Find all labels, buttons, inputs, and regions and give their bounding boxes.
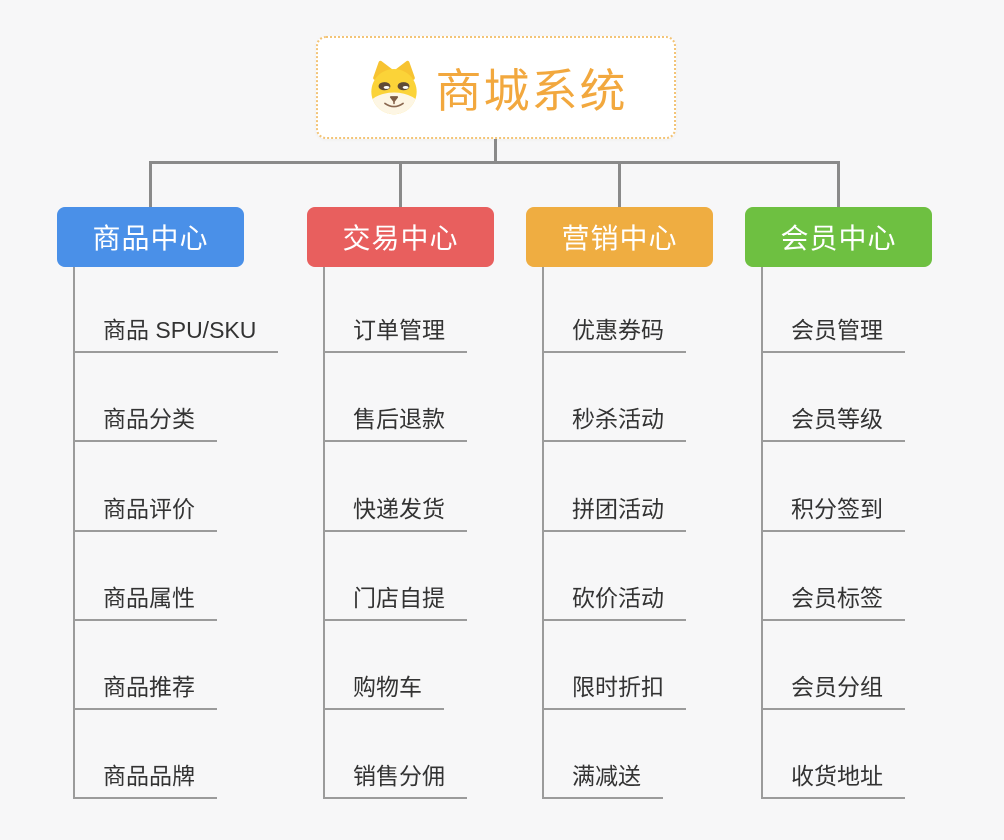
branch-spine-line	[323, 267, 325, 799]
branch-column-member-center: 会员中心会员管理会员等级积分签到会员标签会员分组收货地址	[745, 207, 995, 807]
leaf-node[interactable]: 商品评价	[73, 494, 217, 532]
leaf-node[interactable]: 商品分类	[73, 404, 217, 442]
leaf-node[interactable]: 会员等级	[761, 404, 905, 442]
leaf-node[interactable]: 会员分组	[761, 672, 905, 710]
leaf-node[interactable]: 门店自提	[323, 583, 467, 621]
branch-spine-line	[73, 267, 75, 799]
branch-label: 营销中心	[561, 223, 678, 254]
leaf-node[interactable]: 砍价活动	[542, 583, 686, 621]
leaf-node[interactable]: 满减送	[542, 761, 663, 799]
branch-node-marketing-center[interactable]: 营销中心	[526, 207, 713, 267]
branch-label: 商品中心	[92, 223, 209, 254]
root-node[interactable]: 商城系统	[316, 36, 676, 139]
branch-column-marketing-center: 营销中心优惠券码秒杀活动拼团活动砍价活动限时折扣满减送	[526, 207, 776, 807]
leaf-node[interactable]: 订单管理	[323, 315, 467, 353]
connector-drop-member-center	[837, 161, 840, 209]
branch-node-trade-center[interactable]: 交易中心	[307, 207, 494, 267]
leaf-node[interactable]: 优惠券码	[542, 315, 686, 353]
leaf-node[interactable]: 限时折扣	[542, 672, 686, 710]
branch-label: 交易中心	[342, 223, 459, 254]
leaf-node[interactable]: 商品 SPU/SKU	[73, 315, 279, 353]
leaf-node[interactable]: 商品推荐	[73, 672, 217, 710]
branch-node-product-center[interactable]: 商品中心	[57, 207, 244, 267]
leaf-node[interactable]: 快递发货	[323, 494, 467, 532]
leaf-node[interactable]: 商品品牌	[73, 761, 217, 799]
connector-drop-trade-center	[399, 161, 402, 209]
root-title: 商城系统	[435, 64, 628, 117]
leaf-node[interactable]: 秒杀活动	[542, 404, 686, 442]
branch-node-member-center[interactable]: 会员中心	[745, 207, 932, 267]
connector-bus-line	[149, 161, 840, 164]
branch-spine-line	[542, 267, 544, 799]
connector-root-stem	[494, 139, 497, 164]
leaf-node[interactable]: 收货地址	[761, 761, 905, 799]
leaf-node[interactable]: 商品属性	[73, 583, 217, 621]
leaf-node[interactable]: 购物车	[323, 672, 444, 710]
leaf-node[interactable]: 拼团活动	[542, 494, 686, 532]
connector-drop-product-center	[149, 161, 152, 209]
leaf-node[interactable]: 会员管理	[761, 315, 905, 353]
branch-label: 会员中心	[780, 223, 897, 254]
branch-spine-line	[761, 267, 763, 799]
leaf-node[interactable]: 售后退款	[323, 404, 467, 442]
branch-column-trade-center: 交易中心订单管理售后退款快递发货门店自提购物车销售分佣	[307, 207, 557, 807]
leaf-node[interactable]: 会员标签	[761, 583, 905, 621]
connector-drop-marketing-center	[618, 161, 621, 209]
leaf-node[interactable]: 销售分佣	[323, 761, 467, 799]
leaf-node[interactable]: 积分签到	[761, 494, 905, 532]
shiba-dog-icon	[365, 59, 423, 117]
branch-column-product-center: 商品中心商品 SPU/SKU 商品分类商品评价商品属性商品推荐商品品牌	[57, 207, 307, 807]
